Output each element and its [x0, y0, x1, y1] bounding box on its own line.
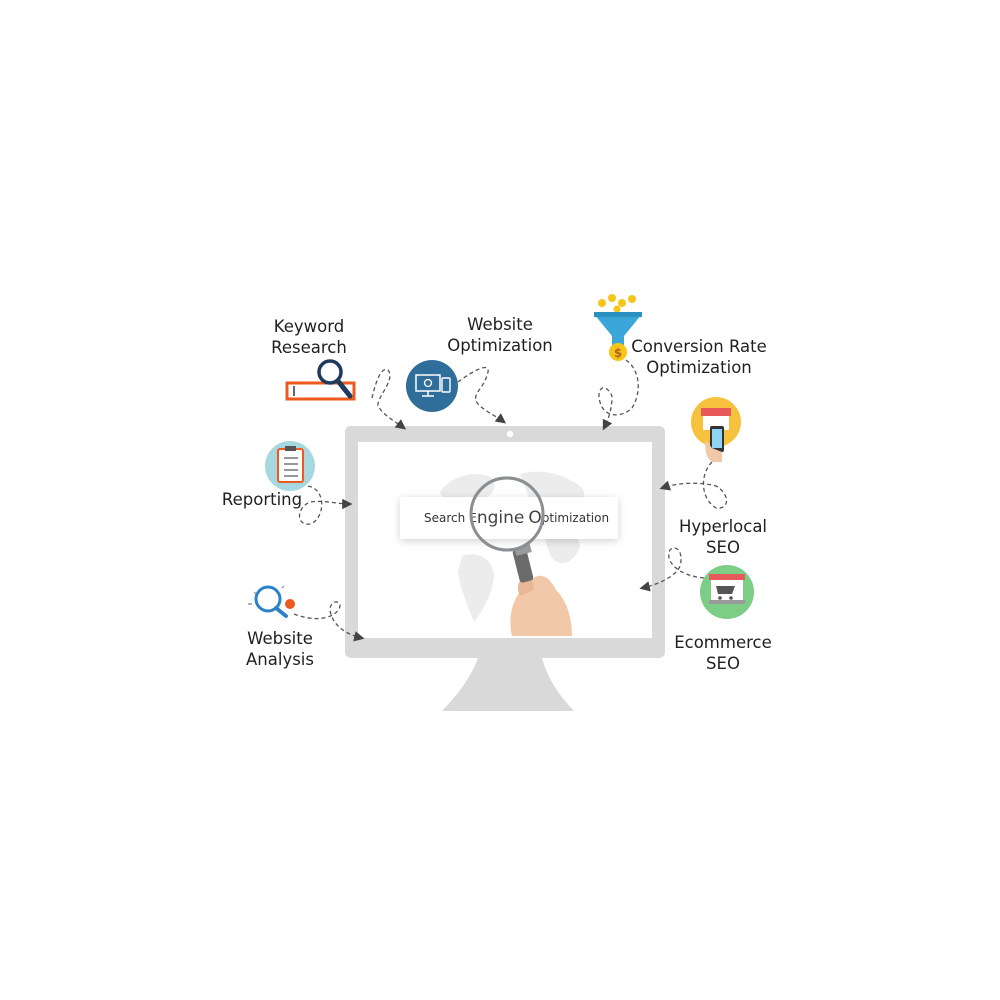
label-reporting-line1: Reporting: [221, 490, 303, 509]
shopping-cart-icon: [700, 565, 754, 619]
label-website-analysis: Website Analysis: [231, 628, 329, 670]
label-keyword-research-line2: Research: [271, 338, 347, 357]
connector-ecommerce-seo: [639, 547, 705, 592]
connector-website-analysis: [293, 601, 365, 642]
connector-hyperlocal-seo: [659, 461, 728, 509]
label-website-optimization: Website Optimization: [440, 314, 560, 356]
monitor: [345, 426, 665, 711]
label-hyperlocal-seo: Hyperlocal SEO: [670, 516, 776, 558]
connector-keyword-research: [371, 368, 407, 430]
search-engine-optimization-box: Search E ngine O ptimization: [400, 497, 618, 539]
label-conversion-rate-line1: Conversion Rate: [631, 337, 767, 356]
label-keyword-research: Keyword Research: [259, 316, 359, 358]
label-hyperlocal-seo-line2: SEO: [706, 538, 740, 557]
label-conversion-rate-optimization: Conversion Rate Optimization: [626, 336, 772, 378]
center-letter-e: E: [469, 511, 477, 525]
clipboard-checklist-icon: [265, 441, 315, 491]
center-word-ptimization: ptimization: [541, 511, 610, 525]
label-website-optimization-line1: Website: [467, 315, 533, 334]
label-ecommerce-seo: Ecommerce SEO: [668, 632, 778, 674]
magnifier-handle: [512, 547, 534, 583]
label-conversion-rate-line2: Optimization: [646, 358, 752, 377]
svg-text:$: $: [614, 346, 622, 360]
monitor-screen: [358, 442, 652, 638]
label-website-optimization-line2: Optimization: [447, 336, 553, 355]
label-website-analysis-line2: Analysis: [246, 650, 314, 669]
center-word-ngine: ngine: [476, 508, 525, 528]
connector-conversion-rate: [598, 359, 639, 431]
connectors: [293, 359, 728, 642]
label-reporting: Reporting: [214, 489, 310, 510]
label-ecommerce-seo-line1: Ecommerce: [674, 633, 772, 652]
keyword-search-icon: [285, 359, 356, 401]
label-keyword-research-line1: Keyword: [273, 317, 345, 336]
connector-reporting: [298, 485, 353, 525]
label-website-analysis-line1: Website: [247, 629, 313, 648]
label-hyperlocal-seo-line1: Hyperlocal: [678, 517, 768, 536]
monitor-camera: [506, 430, 514, 438]
website-devices-icon: [406, 360, 458, 412]
monitor-stand: [442, 658, 574, 711]
center-letter-o: O: [528, 508, 542, 528]
analysis-magnifier-icon: [248, 585, 295, 618]
center-word-search: Search: [424, 511, 466, 525]
funnel-coins-icon: $: [594, 294, 642, 361]
connector-website-optimization: [457, 366, 507, 424]
store-phone-icon: [691, 397, 741, 462]
label-ecommerce-seo-line2: SEO: [706, 654, 740, 673]
